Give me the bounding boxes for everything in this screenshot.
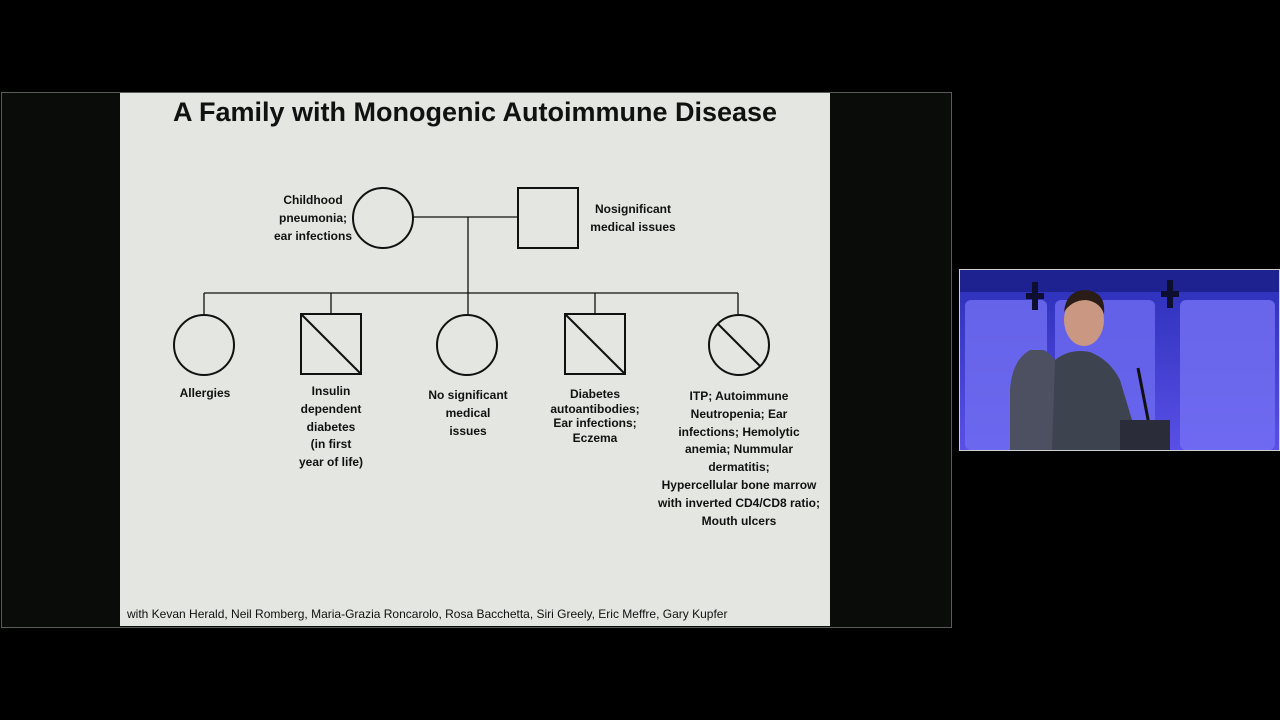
slide: A Family with Monogenic Autoimmune Disea… [120,93,830,626]
speaker-head [1064,294,1104,346]
mother-label: Childhood pneumonia; ear infections [273,193,353,243]
mother-symbol [352,187,414,249]
child-3-label: No significant medical issues [428,388,508,438]
father-symbol [517,187,579,249]
child-4-symbol [564,313,626,375]
slide-credits: with Kevan Herald, Neil Romberg, Maria-G… [127,607,728,621]
speaker-video-inset [959,269,1280,451]
child-2-symbol [300,313,362,375]
slide-title: A Family with Monogenic Autoimmune Disea… [172,97,778,127]
father-label: Nosignificant medical issues [590,202,676,234]
speaker-torso [1010,350,1064,450]
child-5-symbol [708,314,770,376]
child-2-affected-slash [300,313,362,375]
child-4-label: Diabetes autoantibodies; Ear infections;… [550,387,640,445]
speaker-video-image [960,270,1279,450]
child-5-label: ITP; Autoimmune Neutropenia; Ear infecti… [657,389,821,528]
child-1-symbol [173,314,235,376]
child-2-label: Insulin dependent diabetes (in first yea… [298,384,364,470]
child-5-affected-slash [717,323,761,367]
child-1-label: Allergies [179,386,231,400]
child-3-symbol [436,314,498,376]
pedigree-chart [173,187,770,376]
child-4-affected-slash [564,313,626,375]
